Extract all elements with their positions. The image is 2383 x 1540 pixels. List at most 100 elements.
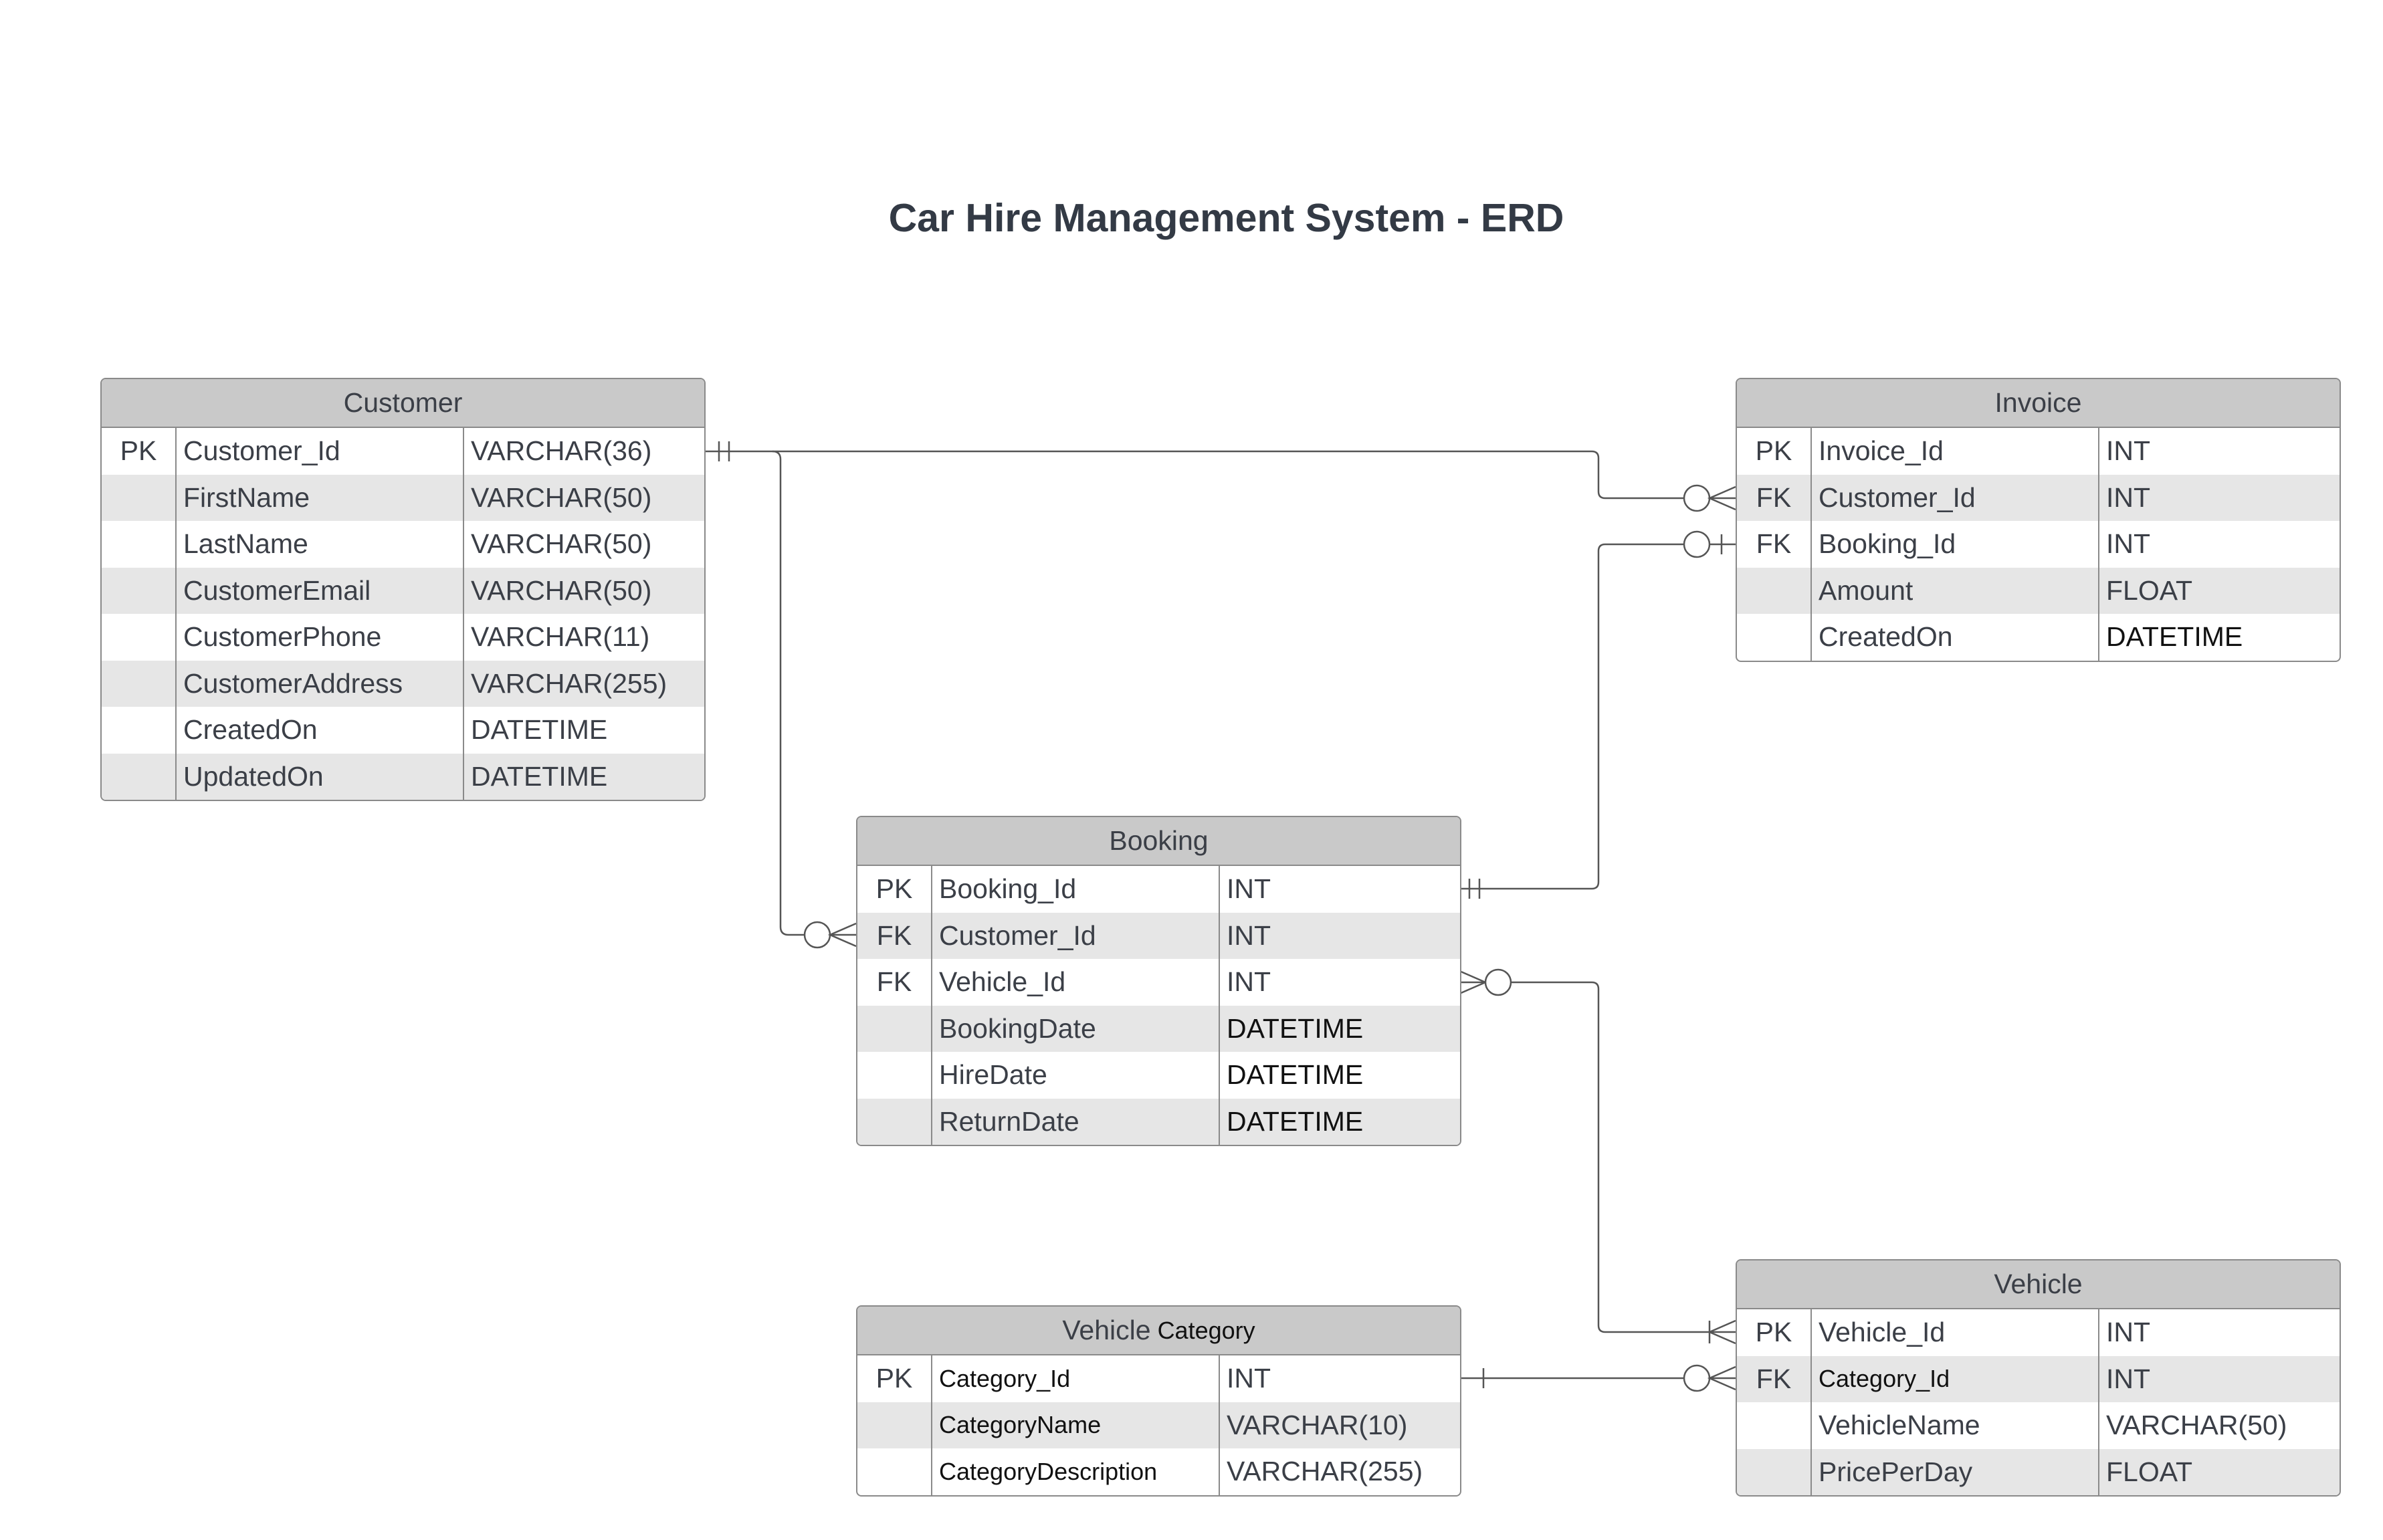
field-name: CustomerEmail <box>177 567 464 614</box>
field-name: Customer_Id <box>177 428 464 475</box>
field-type: FLOAT <box>2106 574 2193 606</box>
key-cell: PK <box>1737 1309 1812 1356</box>
key-cell <box>857 1402 932 1448</box>
diagram-title: Car Hire Management System - ERD <box>888 196 1564 240</box>
field-type: VARCHAR(10) <box>1227 1409 1408 1440</box>
key-cell <box>102 521 177 568</box>
field-name: PricePerDay <box>1812 1448 2099 1495</box>
vehicle-crow-foot-2 <box>1707 1365 1736 1391</box>
field-type: INT <box>2106 1317 2151 1348</box>
key-cell <box>102 753 177 800</box>
key-cell <box>1737 1402 1812 1449</box>
key-cell: PK <box>1737 428 1812 475</box>
field-name: HireDate <box>932 1052 1220 1099</box>
field-name: Category_Id <box>1812 1355 2099 1402</box>
field-name: CreatedOn <box>1812 614 2099 661</box>
field-type: VARCHAR(50) <box>471 481 652 513</box>
field-name: LastName <box>177 521 464 568</box>
entity-header-name: Vehicle <box>1062 1315 1151 1345</box>
field-type: DATETIME <box>2106 621 2243 653</box>
key-cell <box>102 567 177 614</box>
invoice-zero-mark-2 <box>1683 530 1711 558</box>
field-name: CategoryName <box>932 1402 1220 1448</box>
field-name: CustomerPhone <box>177 614 464 661</box>
field-name: Vehicle_Id <box>1812 1309 2099 1356</box>
entity-header-suffix: Category <box>1157 1316 1255 1344</box>
key-cell <box>1737 1448 1812 1495</box>
key-cell <box>857 1448 932 1495</box>
field-type: VARCHAR(255) <box>1227 1456 1423 1487</box>
entity-header: Vehicle <box>1737 1260 2340 1309</box>
field-name: CategoryDescription <box>932 1448 1220 1495</box>
entity-header: Invoice <box>1737 379 2340 428</box>
key-cell <box>857 1098 932 1145</box>
booking-crow-foot-1 <box>827 922 857 948</box>
key-cell: PK <box>857 1355 932 1402</box>
field-type: INT <box>2106 481 2151 513</box>
key-cell <box>857 1052 932 1099</box>
field-name: Booking_Id <box>1812 521 2099 568</box>
field-type: FLOAT <box>2106 1456 2193 1487</box>
field-name: CreatedOn <box>177 707 464 754</box>
field-type: INT <box>1227 966 1271 998</box>
field-type: VARCHAR(50) <box>471 528 652 560</box>
booking-zero-mark <box>803 921 831 949</box>
key-cell: PK <box>102 428 177 475</box>
field-type: INT <box>1227 1363 1271 1394</box>
invoice-zero-mark-1 <box>1683 484 1711 512</box>
field-type: INT <box>2106 1363 2151 1394</box>
field-name: Category_Id <box>932 1355 1220 1402</box>
key-cell: FK <box>857 912 932 959</box>
key-cell <box>857 1005 932 1052</box>
key-cell: FK <box>1737 521 1812 568</box>
booking-zero-mark-2 <box>1484 968 1512 996</box>
field-name: Customer_Id <box>932 912 1220 959</box>
field-name: Invoice_Id <box>1812 428 2099 475</box>
field-type: INT <box>2106 528 2151 560</box>
key-cell <box>102 474 177 521</box>
field-type: DATETIME <box>1227 1012 1364 1044</box>
entity-header: Booking <box>857 817 1460 866</box>
field-name: FirstName <box>177 474 464 521</box>
link-booking-vehicle <box>1459 981 1736 1333</box>
field-type: INT <box>1227 919 1271 951</box>
key-cell: PK <box>857 866 932 913</box>
field-name: CustomerAddress <box>177 660 464 707</box>
field-type: VARCHAR(36) <box>471 435 652 467</box>
invoice-crow-foot-1 <box>1707 485 1736 511</box>
field-type: VARCHAR(255) <box>471 667 667 699</box>
link-customer-invoice <box>706 450 1736 500</box>
key-cell <box>102 707 177 754</box>
entity-header: Customer <box>102 379 704 428</box>
field-type: VARCHAR(11) <box>471 621 650 653</box>
key-cell <box>102 614 177 661</box>
vehicle-zero-mark <box>1683 1364 1711 1392</box>
